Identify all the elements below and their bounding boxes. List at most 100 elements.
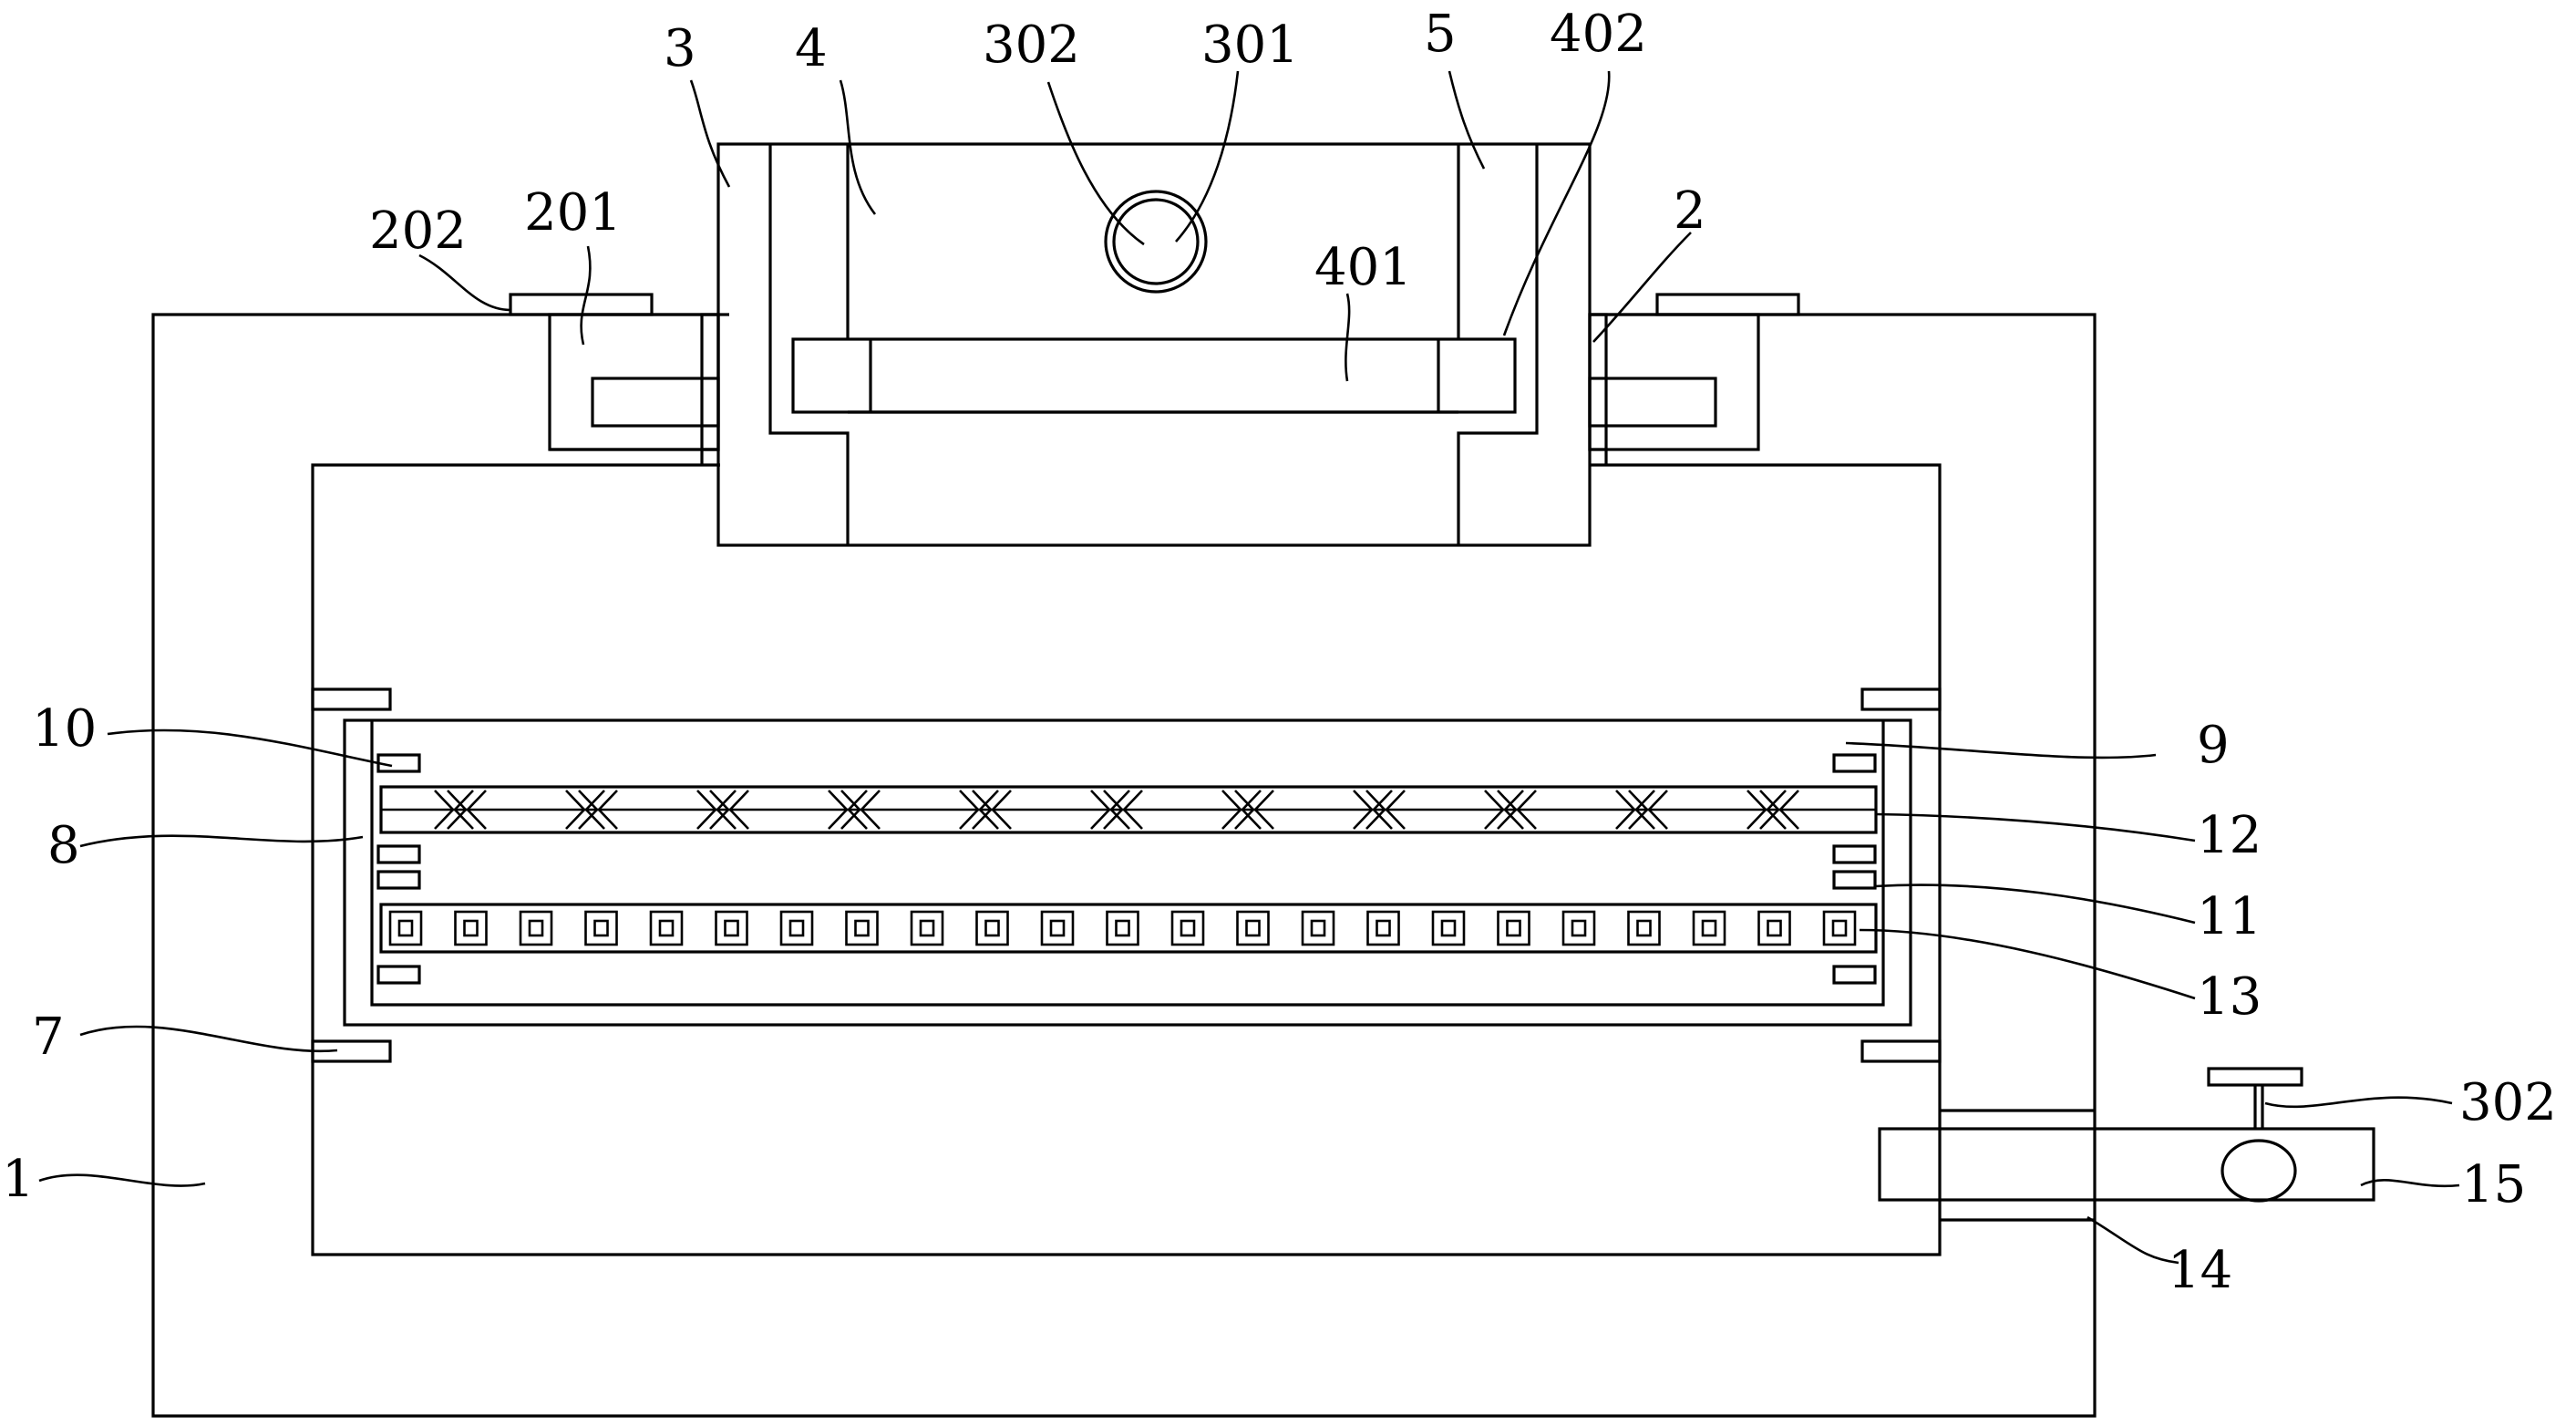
screen-hatch (696, 790, 749, 830)
label-13: 13 (2197, 967, 2262, 1027)
label-8: 8 (47, 816, 80, 875)
filter-cell-core (1115, 919, 1130, 937)
frame-8-outer (343, 718, 1912, 1027)
filter-cell (1170, 910, 1205, 946)
filter-cell (454, 910, 488, 946)
rail-right (1457, 144, 1539, 545)
filter-cell-core (1701, 919, 1717, 937)
screen-hatch (1615, 790, 1668, 830)
filter-cell-core (1831, 919, 1848, 937)
filter-cell-core (984, 919, 1000, 937)
inner-cavity-right (1591, 463, 1942, 1111)
filter-cell-core (854, 919, 870, 937)
filter-cell (1301, 910, 1335, 946)
label-5: 5 (1424, 5, 1457, 64)
valve-ball (2221, 1139, 2297, 1203)
filter-13 (379, 903, 1878, 954)
label-402: 402 (1550, 5, 1647, 64)
label-302-valve: 302 (2459, 1073, 2557, 1132)
clips-right (1832, 753, 1877, 985)
filter-cell (1627, 910, 1661, 946)
filter-cell-core (397, 919, 414, 937)
cap-202-left (509, 293, 654, 316)
bracket-7-bottom-right (1860, 1039, 1942, 1063)
filter-cell-core (1767, 919, 1782, 937)
filter-cell (1822, 910, 1857, 946)
frame-8-inner (370, 720, 1885, 1007)
bar-401 (791, 337, 1517, 414)
label-10: 10 (32, 699, 97, 759)
label-302-top: 302 (983, 16, 1080, 75)
hole-301 (1104, 190, 1208, 294)
label-12: 12 (2197, 806, 2262, 865)
label-11: 11 (2197, 887, 2262, 946)
screen-hatch (1747, 790, 1799, 830)
filter-cell-core (593, 919, 609, 937)
ring-302 (1112, 198, 1200, 285)
filter-cell (910, 910, 944, 946)
filter-cell (388, 910, 423, 946)
outer-body (151, 313, 2097, 1418)
filter-cell-core (724, 919, 739, 937)
filter-cell (975, 910, 1009, 946)
leader-lines (38, 70, 2460, 1265)
housing-201-right (1588, 313, 1760, 451)
housing-201-left (548, 313, 720, 451)
plate-left (700, 313, 720, 451)
screen-12-pattern (434, 790, 1799, 830)
filter-cell-core (1571, 919, 1587, 937)
filter-cell-core (788, 919, 805, 937)
filter-cell-core (528, 919, 544, 937)
filter-cell (1431, 910, 1466, 946)
filter-cell (715, 910, 748, 946)
filter-cell-core (1180, 919, 1196, 937)
label-1: 1 (2, 1150, 35, 1209)
label-4: 4 (795, 19, 828, 78)
filter-cell (1692, 910, 1726, 946)
filter-cell (1106, 910, 1139, 946)
label-7: 7 (32, 1008, 65, 1067)
filter-cell (779, 910, 814, 946)
bracket-7-top-right (1860, 687, 1942, 711)
label-202: 202 (369, 202, 467, 261)
screen-hatch (434, 790, 487, 830)
valve-body-15 (1878, 1127, 2375, 1202)
filter-cell (1040, 910, 1075, 946)
filter-cell (845, 910, 879, 946)
screen-hatch (1090, 790, 1143, 830)
filter-cell (1236, 910, 1270, 946)
filter-cell (584, 910, 618, 946)
filter-cell (1366, 910, 1400, 946)
pin-right (1588, 377, 1717, 428)
filter-cell-core (1376, 919, 1391, 937)
filter-cell (1497, 910, 1530, 946)
label-401: 401 (1314, 238, 1412, 297)
screen-hatch (1221, 790, 1274, 830)
bracket-7-top-left (311, 687, 392, 711)
cap-202-right (1655, 293, 1800, 316)
filter-cell (519, 910, 553, 946)
filter-cell (1561, 910, 1596, 946)
screen-hatch (1353, 790, 1406, 830)
screen-hatch (1484, 790, 1537, 830)
pin-left (591, 377, 720, 428)
filter-cell (649, 910, 684, 946)
screen-hatch (565, 790, 618, 830)
label-14: 14 (2168, 1241, 2232, 1300)
valve-handle-302 (2207, 1067, 2303, 1087)
label-2: 2 (1674, 181, 1706, 241)
filter-cell-core (463, 919, 479, 937)
label-201: 201 (524, 183, 622, 243)
filter-13-pattern (388, 910, 1857, 946)
label-301: 301 (1201, 16, 1299, 75)
screen-hatch (959, 790, 1012, 830)
plate-right (1588, 313, 1608, 451)
rail-left (768, 144, 850, 545)
label-9: 9 (2197, 716, 2230, 775)
filter-cell-core (1440, 919, 1457, 937)
filter-cell (1757, 910, 1791, 946)
screen-hatch (828, 790, 881, 830)
filter-cell-core (1506, 919, 1521, 937)
filter-cell-core (1049, 919, 1066, 937)
